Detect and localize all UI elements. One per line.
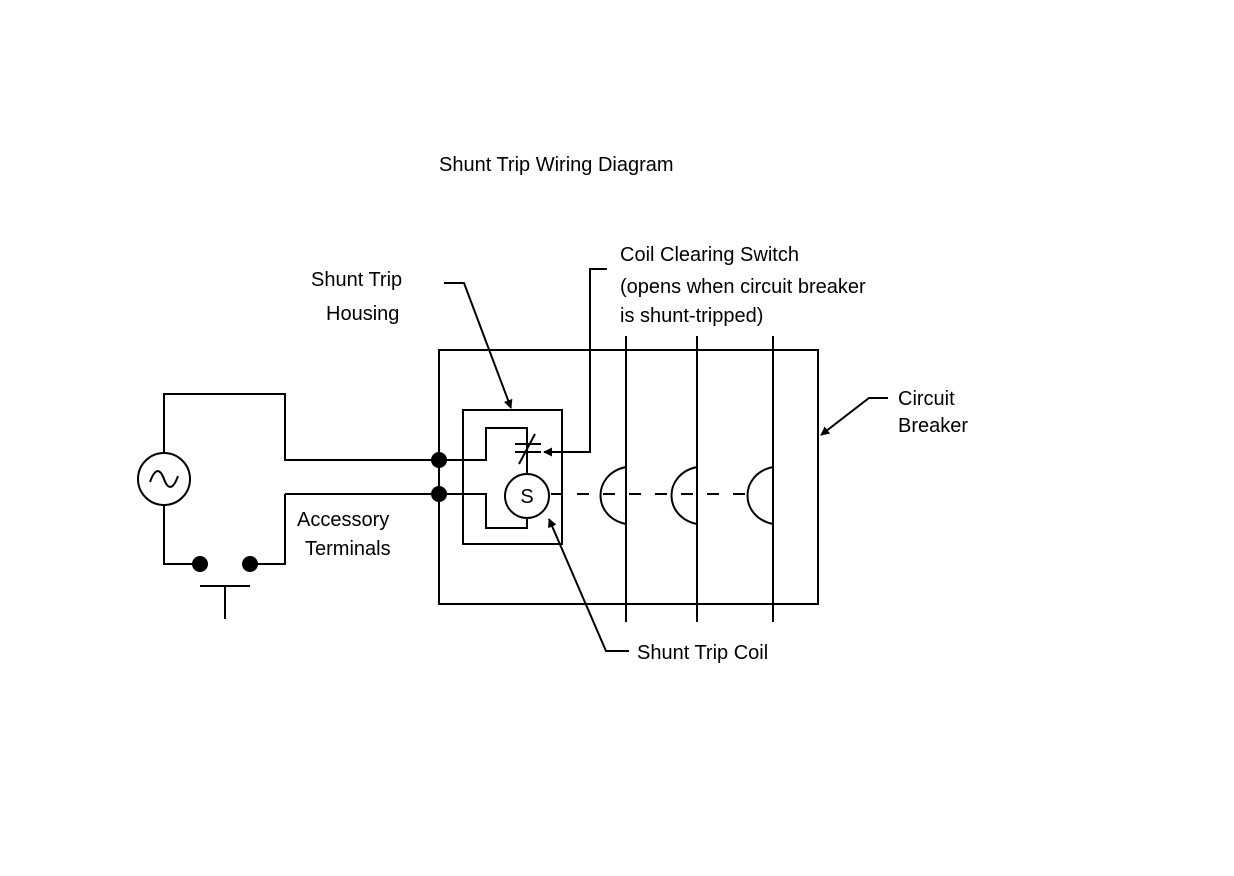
internal-wire-top <box>439 427 528 474</box>
housing-label-line2: Housing <box>326 303 399 325</box>
coil-label: Shunt Trip Coil <box>637 642 768 664</box>
pushbutton-switch-icon <box>192 556 258 619</box>
pole-3-contact <box>746 466 774 525</box>
housing-label-line1: Shunt Trip <box>311 269 402 291</box>
shunt-trip-housing <box>462 409 563 545</box>
supply-wire-top <box>163 393 439 461</box>
clearing-switch-label-line2: (opens when circuit breaker <box>620 276 866 298</box>
breaker-leader <box>820 397 888 436</box>
supply-wire-bottom <box>250 493 439 565</box>
breaker-poles <box>599 336 774 622</box>
pole-2-contact <box>670 466 698 525</box>
coil-clearing-switch-icon <box>515 433 541 465</box>
clearing-switch-label-line1: Coil Clearing Switch <box>620 244 799 266</box>
coil-leader <box>548 518 629 652</box>
diagram-title: Shunt Trip Wiring Diagram <box>439 154 674 176</box>
housing-leader <box>444 282 513 409</box>
clearing-switch-label-line3: is shunt-tripped) <box>620 305 763 327</box>
source-return-wire <box>163 505 200 565</box>
breaker-label-line2: Breaker <box>898 415 968 437</box>
shunt-trip-coil-icon: S <box>504 473 550 519</box>
ac-source-icon <box>137 452 191 506</box>
terminals-label-line2: Terminals <box>305 538 391 560</box>
clearing-switch-leader <box>543 268 607 457</box>
breaker-label-line1: Circuit <box>898 388 955 410</box>
coil-symbol-label: S <box>520 486 533 508</box>
terminals-label-line1: Accessory <box>297 509 389 531</box>
pole-1-contact <box>599 466 627 525</box>
circuit-breaker-box <box>438 349 819 605</box>
internal-wire-bottom <box>439 493 528 529</box>
